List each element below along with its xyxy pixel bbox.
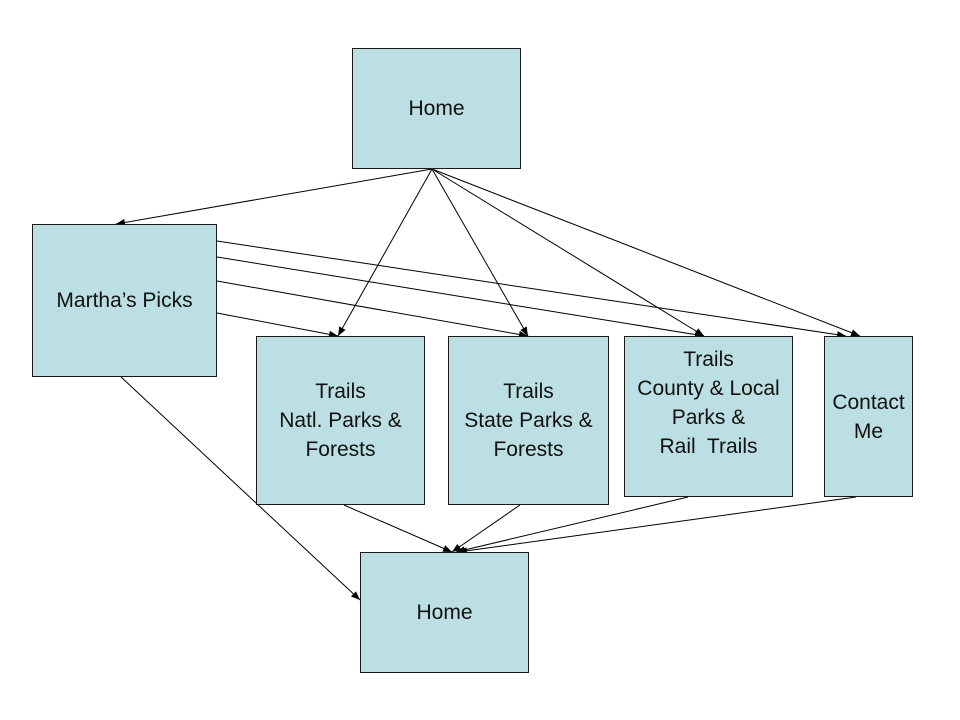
node-label-line: Rail Trails [659,435,758,458]
node-label-line: Trails [315,380,366,403]
node-label-line: State Parks & [464,409,593,432]
arrow-trails-natl-to-home-bottom [343,504,453,553]
node-label-line: Forests [305,438,376,461]
node-label-line: Contact [832,390,905,414]
arrow-home-top-to-trails-state [431,168,529,337]
arrow-marthas-picks-to-home-bottom [120,376,361,601]
node-label-line: Natl. Parks & [279,409,402,432]
node-label-line: Parks & [671,406,746,429]
node-label-line: Home [408,97,465,120]
node-home-top: Home [352,48,521,169]
arrow-contact-me-to-home-bottom [457,496,857,555]
arrow-home-top-to-contact-me [431,168,861,337]
arrow-home-top-to-trails-county [431,168,705,337]
node-label-line: Martha’s Picks [56,289,193,312]
node-label-line: Trails [503,380,554,403]
arrow-trails-state-to-home-bottom [451,504,521,553]
node-marthas-picks: Martha’s Picks [32,224,217,377]
arrow-marthas-picks-to-trails-county [216,256,705,339]
arrow-marthas-picks-to-trails-natl [216,312,339,338]
node-label-line: Forests [493,438,564,461]
node-label-line: Home [416,601,473,624]
arrow-marthas-picks-to-trails-state [216,280,529,338]
arrow-home-top-to-trails-natl [337,168,433,337]
node-label-line: Trails [683,348,734,371]
arrow-home-top-to-marthas-picks [115,168,433,227]
arrow-marthas-picks-to-contact-me [216,240,847,339]
node-home-bottom: Home [360,552,529,673]
node-label-line: Me [853,419,884,443]
node-label-line: County & Local [637,377,780,400]
arrow-trails-county-to-home-bottom [455,496,689,554]
